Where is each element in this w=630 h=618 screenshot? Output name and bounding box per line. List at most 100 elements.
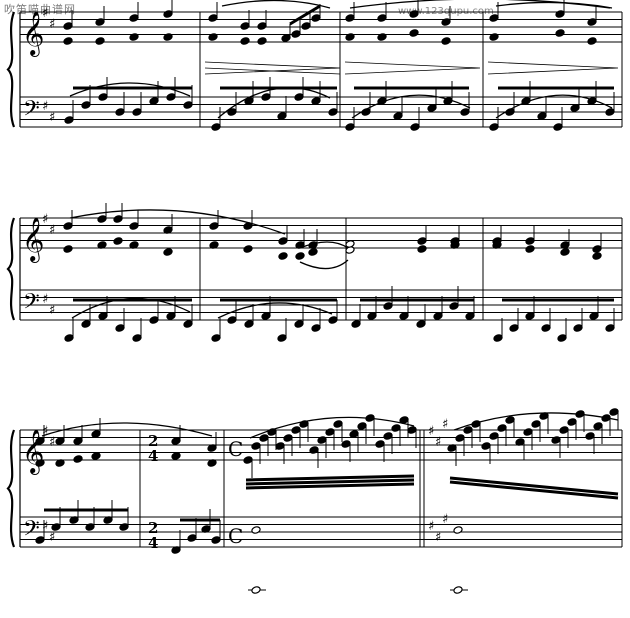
note-head [455,434,465,442]
note-head [441,18,451,26]
note-head [166,93,176,101]
watermark-site-name: 吹笛喵曲谱网 [4,3,76,16]
note-beam [449,480,619,500]
note-head [409,10,419,18]
note-head [149,316,159,324]
key-signature-sharp: ♯ [42,212,48,227]
note-head [333,420,343,428]
note-head [132,334,142,342]
note-head [244,320,254,328]
note-head [417,245,427,253]
note-head [129,33,139,41]
note-head [261,93,271,101]
note-head [277,334,287,342]
note-head [311,97,321,105]
key-change-sharp: ♯ [442,512,448,527]
note-head [63,22,73,30]
note-head [163,10,173,18]
note-head [91,430,101,438]
key-signature-sharp: ♯ [49,530,55,545]
note-head [357,422,367,430]
note-head [375,440,385,448]
note-head [166,312,176,320]
treble-clef: 𝄞 [22,11,44,57]
note-head [311,324,321,332]
note-head [555,29,565,37]
note-head [291,426,301,434]
note-head [55,437,65,445]
note-head [211,536,221,544]
note-head [261,312,271,320]
key-signature-sharp: ♯ [42,99,48,114]
note-head [345,123,355,131]
note-head [163,33,173,41]
note-head [115,108,125,116]
note-head [541,324,551,332]
note-head [259,434,269,442]
note-head [589,312,599,320]
note-head [277,112,287,120]
note-head [449,302,459,310]
note-head [587,37,597,45]
bass-clef: 𝄢 [23,290,40,320]
note-head [243,245,253,253]
note-head [505,416,515,424]
note-head [409,29,419,37]
note-beam [245,482,415,490]
common-time-symbol-bass: C [228,524,243,548]
note-head [73,455,83,463]
note-head [325,428,335,436]
time-signature-bottom: 4 [148,447,158,465]
note-head [433,312,443,320]
note-head [383,432,393,440]
key-signature-sharp: ♯ [42,6,48,21]
note-head [278,237,288,245]
note-head [81,320,91,328]
note-head [531,420,541,428]
note-head [567,418,577,426]
note-head [593,422,603,430]
key-change-sharp: ♯ [428,519,434,534]
note-head [91,452,101,460]
note-head [227,316,237,324]
note-head [453,586,463,594]
note-head [183,320,193,328]
key-change-sharp: ♯ [442,417,448,432]
note-head [345,33,355,41]
note-head [427,104,437,112]
note-head [95,18,105,26]
note-head [393,112,403,120]
note-head [560,248,570,256]
note-head [301,22,311,30]
key-signature-sharp: ♯ [42,292,48,307]
note-head [129,14,139,22]
note-head [187,534,197,542]
note-head [63,222,73,230]
slur [495,1,613,9]
note-head [295,252,305,260]
crescendo-hairpin [344,61,481,75]
note-head [441,37,451,45]
note-head [113,237,123,245]
slur [217,87,331,119]
note-head [171,437,181,445]
note-head [98,312,108,320]
key-signature-sharp: ♯ [49,110,55,125]
note-head [592,252,602,260]
key-change-sharp: ♯ [428,424,434,439]
note-head [585,432,595,440]
note-head [570,104,580,112]
note-head [64,334,74,342]
note-head [243,456,253,464]
bass-clef: 𝄢 [23,97,40,127]
key-signature-sharp: ♯ [49,223,55,238]
note-head [407,426,417,434]
note-head [257,22,267,30]
note-head [609,408,619,416]
note-head [240,22,250,30]
staff-brace [6,217,16,321]
note-beam [245,474,415,482]
note-head [115,324,125,332]
note-head [489,432,499,440]
